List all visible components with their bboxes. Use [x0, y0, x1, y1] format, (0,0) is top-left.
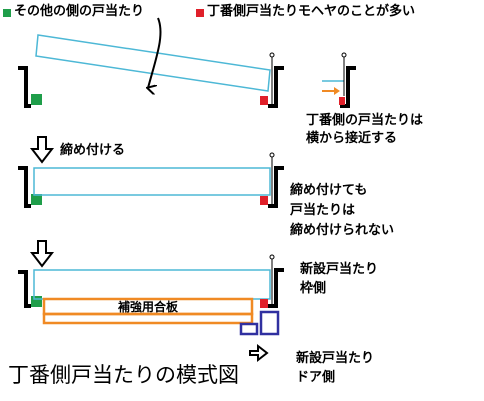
- cannot-tighten-line3: 締め付けられない: [290, 223, 395, 238]
- other-side-stop-2: [31, 194, 42, 205]
- door-panel-tilted: [35, 34, 271, 92]
- reinforcement-board-label: 補強用合板: [118, 300, 179, 314]
- hinge-approach-line1: 丁番側の戸当たりは: [306, 113, 424, 128]
- new-door-stop-pointer-arrow: [249, 343, 269, 363]
- legend-other-side-label: その他の側の戸当たり: [14, 4, 145, 19]
- inset-hinge-stop: [339, 97, 345, 105]
- tighten-down-arrow-2: [29, 136, 55, 164]
- cannot-tighten-line1: 締め付けても: [290, 183, 368, 198]
- door-panel-closed-2: [33, 167, 271, 196]
- stage-3-retrofit: [18, 240, 284, 363]
- hinge-knob-3: [269, 254, 275, 260]
- tighten-down-arrow-3: [29, 240, 55, 268]
- other-side-stop-3: [31, 296, 42, 307]
- stage-2-tighten: [18, 136, 284, 208]
- left-frame-3: [18, 270, 31, 308]
- door-panel-closed-3: [33, 269, 271, 300]
- hinge-approach-line2: 横から接近する: [306, 131, 398, 146]
- stage-1-door-closing: [18, 17, 284, 108]
- legend-red-swatch: [196, 9, 204, 17]
- inset-hinge-knob: [341, 52, 347, 58]
- tighten-label: 締め付ける: [60, 143, 126, 158]
- hinge-side-stop-1: [260, 96, 268, 105]
- new-door-stop-line1: 新設戸当たり: [296, 351, 375, 366]
- diagram-title: 丁番側戸当たりの模式図: [8, 363, 239, 387]
- inset-side-approach: [322, 52, 356, 108]
- cannot-tighten-line2: 戸当たりは: [290, 203, 356, 218]
- new-frame-stop-line1: 新設戸当たり: [300, 262, 379, 277]
- inset-approach-arrow-head: [334, 87, 340, 95]
- legend-hinge-side-label: 丁番側戸当たりモヘヤのことが多い: [207, 4, 416, 19]
- new-door-stop: [239, 322, 259, 336]
- new-frame-stop: [259, 310, 280, 336]
- legend-green-swatch: [3, 9, 11, 17]
- hinge-side-stop-3: [260, 299, 268, 308]
- left-frame-1: [18, 66, 31, 108]
- other-side-stop-1: [31, 94, 42, 105]
- closing-motion-arrow: [148, 17, 162, 88]
- hinge-knob-2: [269, 152, 275, 158]
- reinforcement-board-lower: [42, 312, 254, 325]
- inset-frame: [340, 66, 356, 108]
- hinge-side-stop-2: [260, 196, 268, 205]
- new-frame-stop-line2: 枠側: [300, 281, 327, 296]
- new-door-stop-line2: ドア側: [296, 370, 336, 385]
- hinge-knob-1: [269, 52, 275, 58]
- left-frame-2: [18, 166, 31, 208]
